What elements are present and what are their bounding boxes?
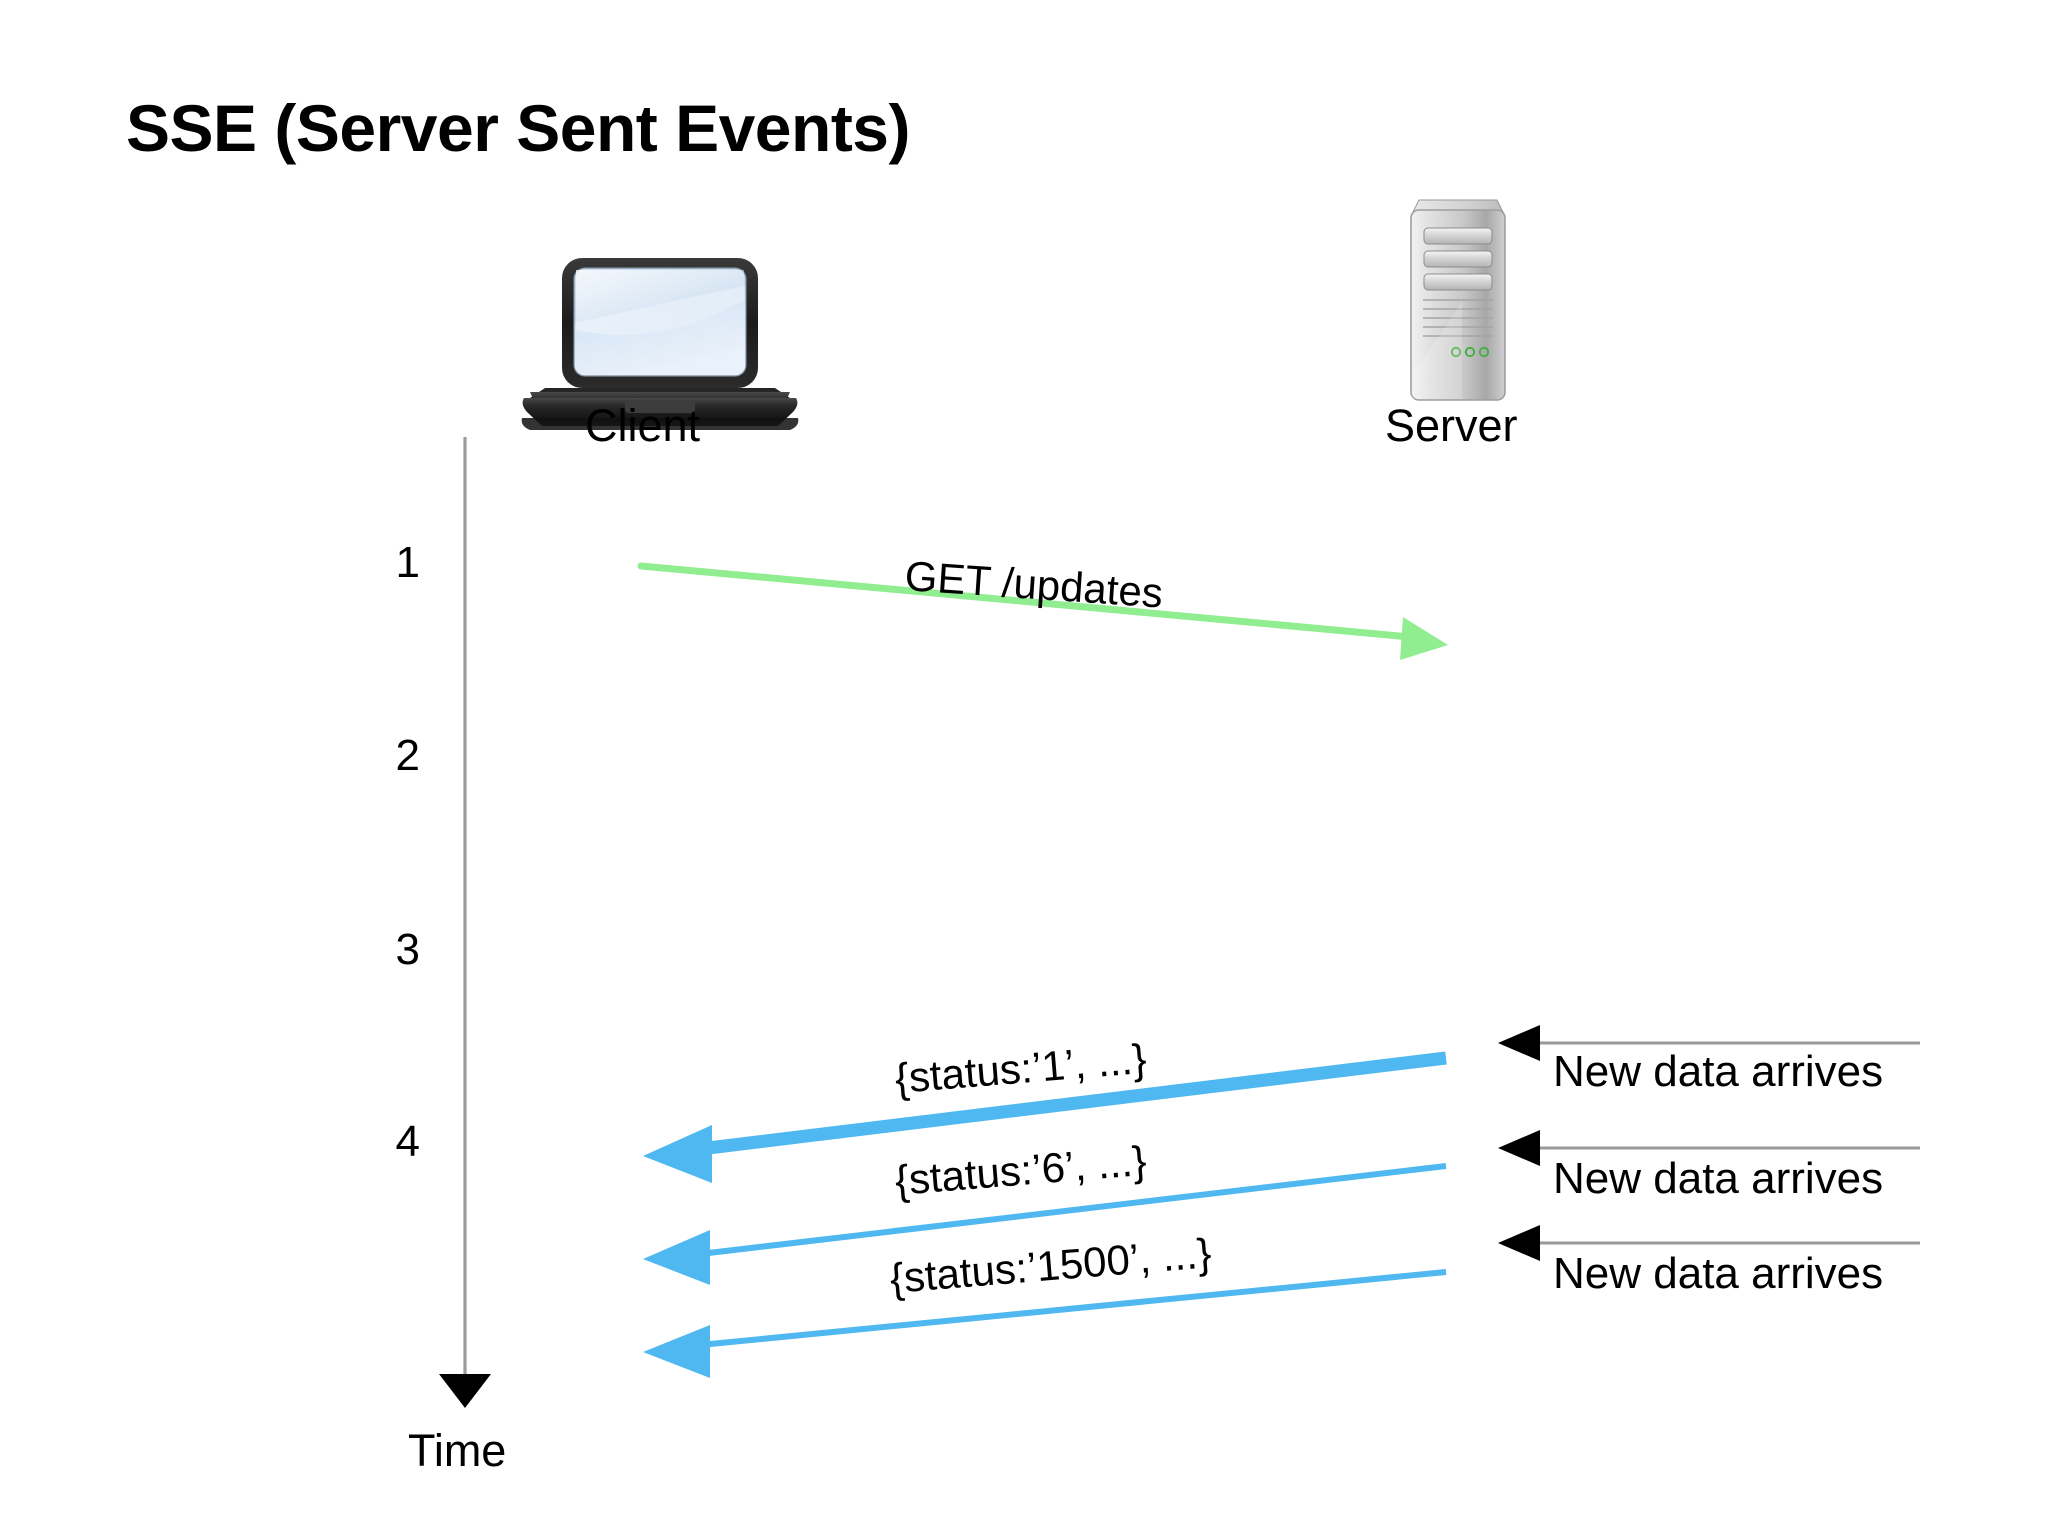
annotation-label-3: New data arrives	[1553, 1249, 1884, 1298]
annotation-arrowhead-3	[1498, 1225, 1540, 1261]
timeline-tick-3: 3	[395, 925, 420, 974]
page-title: SSE (Server Sent Events)	[126, 91, 911, 165]
message-label-status-1500: {status:’1500’, ...}	[888, 1229, 1214, 1302]
time-axis	[439, 437, 491, 1408]
server-label: Server	[1385, 400, 1518, 451]
client-label: Client	[585, 400, 701, 451]
timeline-tick-2: 2	[395, 731, 420, 780]
annotation-arrowhead-1	[1498, 1025, 1540, 1061]
timeline-tick-1: 1	[395, 538, 420, 587]
message-label-status-6: {status:’6’, ...}	[893, 1136, 1149, 1204]
server-led-indicators	[1450, 346, 1490, 358]
annotation-label-2: New data arrives	[1553, 1154, 1884, 1203]
annotation-arrowhead-2	[1498, 1130, 1540, 1166]
time-axis-arrowhead	[439, 1374, 491, 1408]
annotation-label-1: New data arrives	[1553, 1047, 1884, 1096]
message-label-status-1: {status:’1’, ...}	[893, 1034, 1149, 1102]
server-tower-icon	[1410, 199, 1506, 401]
timeline-tick-4: 4	[395, 1117, 420, 1166]
time-axis-label: Time	[408, 1425, 507, 1476]
message-label-get-updates: GET /updates	[903, 552, 1165, 617]
